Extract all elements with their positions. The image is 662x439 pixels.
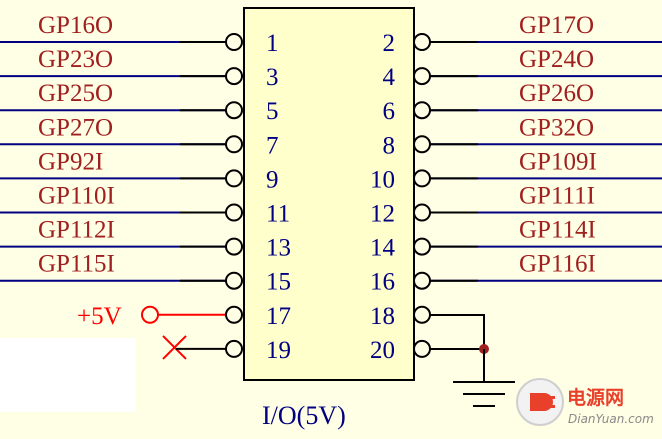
power-label: +5V — [77, 303, 122, 330]
pin-circle-icon — [413, 305, 431, 324]
signal-label: GP110I — [38, 183, 115, 210]
pin-circle-icon — [225, 101, 243, 120]
pin-number: 17 — [266, 303, 291, 330]
signal-label: GP27O — [38, 114, 113, 141]
pin-number: 16 — [370, 269, 395, 296]
right-pin-row: 10 GP109I — [370, 148, 662, 193]
pin-circle-icon — [225, 305, 243, 324]
pin-number: 6 — [383, 98, 396, 125]
signal-label: GP116I — [519, 251, 596, 278]
left-pin-row: GP25O 5 — [0, 80, 279, 125]
left-pin-row: 19 — [162, 335, 291, 364]
ground-wire — [430, 314, 485, 350]
right-pin-row: 6 GP26O — [383, 80, 662, 125]
pin-circle-icon — [413, 135, 431, 154]
pin-number: 4 — [383, 64, 396, 91]
left-pin-row: GP115I 15 — [0, 251, 291, 296]
pin-circle-icon — [225, 67, 243, 86]
pin-circle-icon — [413, 203, 431, 222]
right-pin-row: 4 GP24O — [383, 46, 662, 91]
pin-number: 2 — [383, 30, 396, 57]
signal-label: GP17O — [519, 12, 594, 39]
pin-circle-icon — [225, 339, 243, 358]
pin-circle-icon — [413, 33, 431, 51]
pin-number: 5 — [266, 98, 279, 125]
signal-label: GP92I — [38, 148, 103, 175]
right-pin-row: 2 GP17O — [383, 12, 662, 57]
left-pin-row: GP92I 9 — [0, 148, 279, 193]
pin-circle-icon — [413, 271, 431, 290]
pin-number: 19 — [266, 337, 291, 364]
signal-label: GP25O — [38, 80, 113, 107]
left-pin-row: GP16O 1 — [0, 12, 279, 57]
connector-body — [243, 7, 415, 381]
pin-number: 14 — [370, 235, 396, 262]
pin-number: 8 — [383, 132, 396, 159]
watermark: 电源网 DianYuan.com — [516, 378, 654, 426]
pin-circle-icon — [413, 101, 431, 120]
pin-number: 12 — [370, 201, 395, 228]
signal-label: GP112I — [38, 217, 115, 244]
pin-circle-icon — [225, 169, 243, 188]
plug-body-icon — [530, 393, 553, 411]
pin-number: 11 — [266, 201, 290, 228]
right-pin-row: 16 GP116I — [370, 251, 662, 296]
right-pin-row: 20 — [370, 337, 431, 364]
pin-number: 3 — [266, 64, 279, 91]
left-pin-group: GP16O1GP23O3GP25O5GP27O7GP92I9GP110I11GP… — [0, 12, 291, 364]
no-connect-icon — [162, 335, 187, 360]
signal-label: GP23O — [38, 46, 113, 73]
left-pin-row: +5V 17 — [77, 303, 291, 330]
left-pin-row: GP23O 3 — [0, 46, 279, 91]
pin-circle-icon — [225, 203, 243, 222]
pin-circle-icon — [225, 271, 243, 290]
pin-number: 7 — [266, 132, 279, 159]
right-pin-row: 12 GP111I — [370, 183, 662, 228]
signal-label: GP16O — [38, 12, 113, 39]
pin-number: 18 — [370, 303, 395, 330]
signal-label: GP115I — [38, 251, 115, 278]
pin-number: 13 — [266, 235, 291, 262]
pin-number: 20 — [370, 337, 395, 364]
pin-circle-icon — [413, 67, 431, 86]
ground-net — [430, 314, 515, 407]
signal-label: GP111I — [519, 183, 595, 210]
signal-label: GP114I — [519, 217, 596, 244]
signal-label: GP32O — [519, 114, 594, 141]
pin-circle-icon — [413, 237, 431, 256]
pin-number: 9 — [266, 166, 279, 193]
signal-label: GP24O — [519, 46, 594, 73]
pin-circle-icon — [225, 135, 243, 154]
pin-number: 1 — [266, 30, 279, 57]
signal-label: GP26O — [519, 80, 594, 107]
watermark-url: DianYuan.com — [568, 412, 654, 426]
pin-circle-icon — [225, 33, 243, 51]
pin-number: 15 — [266, 269, 291, 296]
left-pin-row: GP27O 7 — [0, 114, 279, 159]
component-caption: I/O(5V) — [262, 401, 346, 430]
power-port-icon — [141, 305, 159, 324]
watermark-brand: 电源网 — [567, 386, 624, 409]
blank-panel — [0, 338, 136, 412]
pin-circle-icon — [413, 169, 431, 188]
left-pin-row: GP110I 11 — [0, 183, 290, 228]
pin-circle-icon — [225, 237, 243, 256]
right-pin-row: 8 GP32O — [383, 114, 662, 159]
left-pin-row: GP112I 13 — [0, 217, 291, 262]
signal-label: GP109I — [519, 148, 597, 175]
right-pin-row: 14 GP114I — [370, 217, 662, 262]
pin-number: 10 — [370, 166, 395, 193]
right-pin-group: 2 GP17O 4 GP24O 6 GP26O 8 GP32O 10 GP109I 12 GP111I… — [370, 12, 662, 364]
pin-circle-icon — [413, 339, 431, 358]
plug-prong-icon — [548, 405, 555, 408]
plug-prong-icon — [548, 396, 555, 399]
